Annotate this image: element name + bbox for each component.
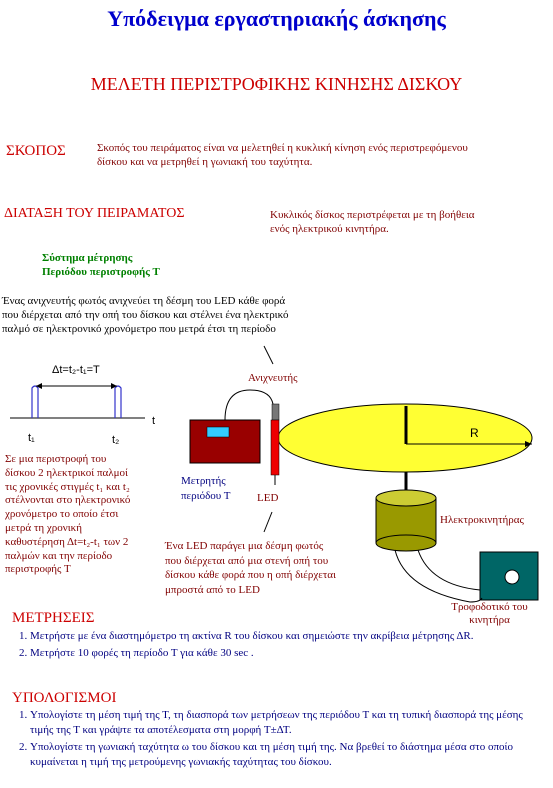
meter-label: Μετρητής περιόδου Τ (181, 474, 231, 504)
pulse-description: Σε μια περιστροφή του δίσκου 2 ηλεκτρικο… (5, 453, 175, 577)
led-desc-line-3: δίσκου κάθε φορά που η οπή διέρχεται (165, 569, 336, 581)
left-desc-line: μετρά τη χρονική (5, 521, 82, 534)
skopos-line-2: δίσκου και να μετρηθεί η γωνιακή του ταχ… (97, 156, 313, 168)
page-subtitle: ΜΕΛΕΤΗ ΠΕΡΙΣΤΡΟΦΙΚΗΣ ΚΙΝΗΣΗΣ ΔΙΣΚΟΥ (90, 74, 463, 94)
metriseis-item: Μετρήστε 10 φορές τη περίοδο Τ για κάθε … (30, 646, 517, 661)
pulse-2 (114, 385, 122, 418)
supply-label-line-2: κινητήρα (469, 614, 510, 626)
meter-label-line-2: περιόδου Τ (181, 490, 231, 502)
disk-description: Κυκλικός δίσκος περιστρέφεται με τη βοήθ… (270, 208, 550, 236)
led-leader-line (263, 511, 273, 533)
period-meter (189, 419, 261, 464)
skopos-line-1: Σκοπός του πειράματος είναι να μελετηθεί… (97, 142, 468, 154)
metriseis-list: Μετρήστε με ένα διαστημόμετρο τη ακτίνα … (12, 629, 517, 663)
arrow-right-head (111, 383, 117, 389)
system-line-1: Σύστημα μέτρησης (42, 252, 133, 264)
detector-description: Ένας ανιχνευτής φωτός ανιχνεύει τη δέσμη… (2, 294, 352, 336)
arrow-left-head (36, 383, 42, 389)
t-axis-label: t (152, 415, 155, 427)
left-desc-line: στέλνονται στο ηλεκτρονικό (5, 494, 131, 507)
supply-cable-2 (417, 549, 481, 591)
formula-label: Δt=t₂-t₁=T (52, 364, 100, 376)
detector-desc-line-2: που διέρχεται από την οπή του δίσκου και… (2, 309, 289, 321)
motor-label: Ηλεκτροκινητήρας (440, 514, 524, 526)
left-desc-line: Σε μια περιστροφή του (5, 453, 107, 465)
detector-label: Ανιχνευτής (248, 372, 298, 384)
t2-label: t₂ (112, 434, 119, 446)
metriseis-heading: ΜΕΤΡΗΣΕΙΣ (12, 610, 95, 626)
led-description: Ένα LED παράγει μια δέσμη φωτός που διέρ… (165, 539, 405, 597)
pulse-graph: Δt=t₂-t₁=T t t₁ t₂ (10, 364, 155, 446)
t1-label: t₁ (28, 432, 35, 444)
detector-desc-line-3: παλμό σε ηλεκτρονικό χρονόμετρο που μετρ… (2, 323, 276, 335)
led-desc-line-1: Ένα LED παράγει μια δέσμη φωτός (165, 540, 324, 552)
disk-desc-line-2: ενός ηλεκτρικού κινητήρα. (270, 223, 389, 235)
left-desc-line: παλμών και την περίοδο (5, 549, 113, 562)
supply-label: Τροφοδοτικό του κινητήρα (432, 601, 547, 627)
led-desc-line-4: μπροστά από το LED (165, 583, 260, 596)
left-desc-line: χρονόμετρο το οποίο έτσι (5, 508, 119, 521)
led-desc-line-2: που διέρχεται από μια στενή οπή του (165, 554, 329, 567)
ypologismoi-item: Υπολογίστε τη μέση τιμή της Τ, τη διασπο… (30, 708, 542, 738)
ypologismoi-heading: ΥΠΟΛΟΓΙΣΜΟΙ (12, 690, 117, 706)
supply-cable-1 (394, 549, 483, 603)
ypologismoi-item: Υπολογίστε τη γωνιακή ταχύτητα ω του δίσ… (30, 740, 542, 770)
page-title: Υπόδειγμα εργαστηριακής άσκησης (107, 6, 446, 31)
left-desc-line: καθυστέρηση Δt=t₂-t₁ των 2 (5, 535, 129, 548)
meter-cable (224, 389, 274, 421)
diataxi-heading: ΔΙΑΤΑΞΗ ΤΟΥ ΠΕΙΡΑΜΑΤΟΣ (4, 206, 185, 221)
pulse-1 (31, 385, 39, 418)
detector-sensor (271, 403, 280, 421)
apparatus-diagram: Δt=t₂-t₁=T t t₁ t₂ R (10, 345, 539, 603)
electric-motor (375, 489, 437, 552)
supply-label-line-1: Τροφοδοτικό του (451, 601, 528, 613)
metriseis-item: Μετρήστε με ένα διαστημόμετρο τη ακτίνα … (30, 629, 517, 644)
detector-leader-line (263, 345, 274, 365)
system-line-2: Περιόδου περιστροφής Τ (42, 266, 160, 278)
measurement-system-label: Σύστημα μέτρησης Περιόδου περιστροφής Τ (42, 251, 160, 279)
led-post (270, 419, 280, 476)
meter-screen (206, 426, 230, 438)
ypologismoi-list: Υπολογίστε τη μέση τιμή της Τ, τη διασπο… (12, 708, 542, 772)
led-label: LED (257, 492, 279, 504)
meter-label-line-1: Μετρητής (181, 475, 226, 487)
radius-arrow-head (525, 441, 532, 447)
left-desc-line: δίσκου 2 ηλεκτρικοί παλμοί (5, 466, 128, 479)
left-desc-line: τις χρονικές στιγμές t₁ και t₂ (5, 480, 130, 493)
left-desc-line: περιστροφής Τ (5, 563, 71, 576)
skopos-heading: ΣΚΟΠΟΣ (6, 143, 66, 159)
disk-desc-line-1: Κυκλικός δίσκος περιστρέφεται με τη βοήθ… (270, 209, 475, 221)
radius-label: R (470, 426, 479, 440)
skopos-text: Σκοπός του πειράματος είναι να μελετηθεί… (97, 141, 547, 169)
detector-desc-line-1: Ένας ανιχνευτής φωτός ανιχνεύει τη δέσμη… (2, 295, 286, 307)
supply-knob (504, 569, 520, 585)
